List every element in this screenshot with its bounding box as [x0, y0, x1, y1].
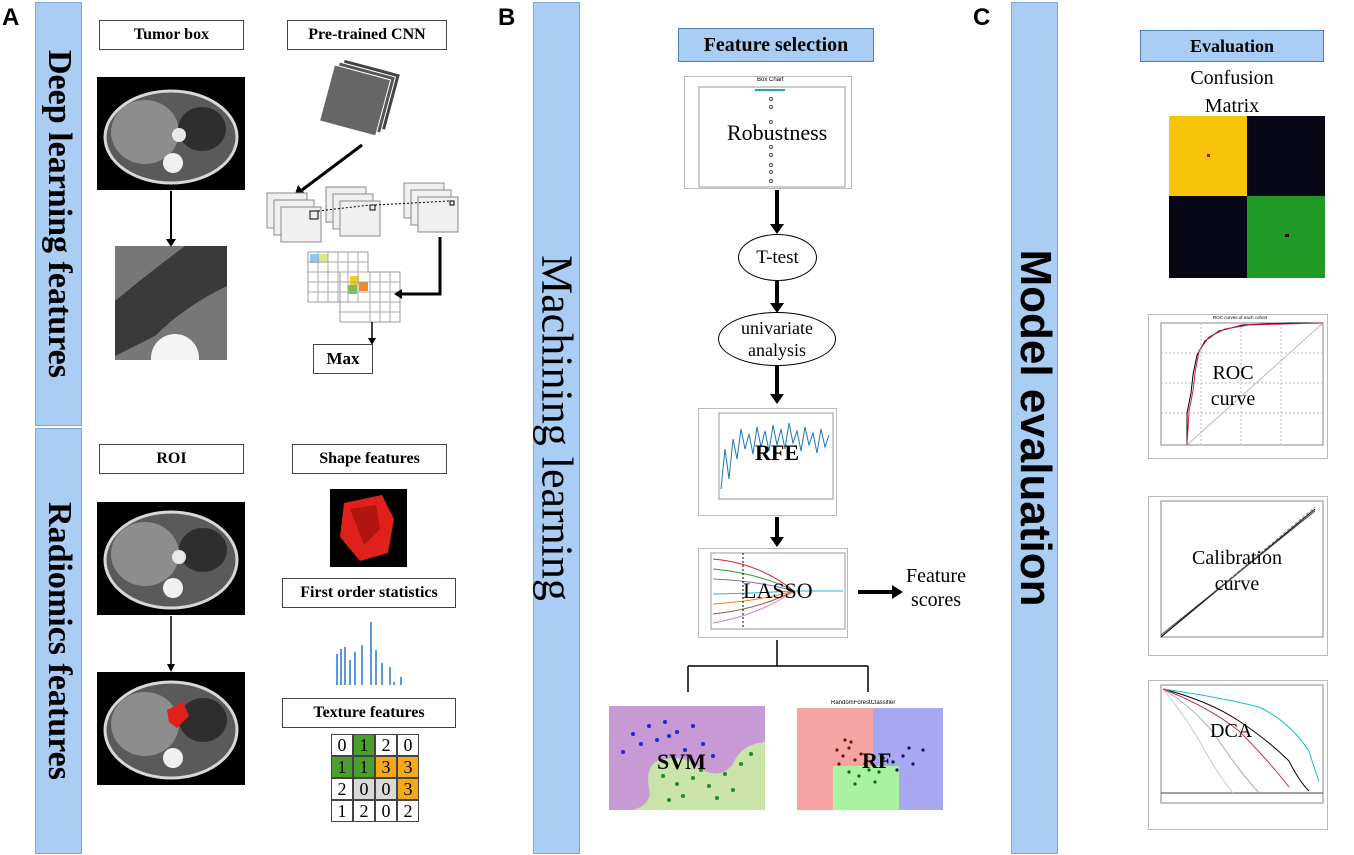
calibration-svg [1160, 500, 1324, 638]
calibration-label: Calibration curve [1192, 547, 1282, 595]
arrow-univariate-rfe [770, 366, 784, 404]
texture-cell: 3 [397, 756, 419, 778]
univariate-text: univariate analysis [741, 318, 813, 360]
ttest-node: T-test [738, 234, 817, 281]
texture-cell: 1 [331, 756, 353, 778]
roc-plot: ROC curves of each cohort [1148, 314, 1328, 459]
segmented-ct-image [97, 672, 245, 785]
machine-learning-label: Machining learning [532, 255, 581, 601]
tumor-crop-svg [115, 246, 227, 360]
cm-cell-tr [1247, 116, 1325, 196]
lasso-svg [710, 552, 846, 630]
rf-label: RF [862, 748, 892, 773]
dca-label: DCA [1210, 720, 1253, 742]
confusion-matrix-title: Confusion Matrix [1190, 67, 1274, 117]
feature-scores-label: Feature scores [906, 565, 966, 611]
roc-svg [1160, 322, 1324, 446]
arrow-tumor-to-crop [166, 191, 176, 247]
deep-learning-band: Deep learning features [35, 2, 82, 426]
model-evaluation-label: Model evaluation [1010, 249, 1060, 607]
roc-plot-title: ROC curves of each cohort [1213, 315, 1268, 320]
ct-scan-image [97, 77, 245, 190]
shape-3d-image [330, 489, 407, 567]
shape-features-label: Shape features [292, 444, 447, 474]
dca-plot [1148, 680, 1328, 830]
texture-cell: 2 [353, 800, 375, 822]
arrow-rfe-lasso [770, 517, 784, 547]
texture-cell: 0 [353, 778, 375, 800]
panel-a-letter: A [2, 4, 20, 31]
cm-dot-tl [1207, 154, 1210, 157]
texture-cell: 0 [397, 734, 419, 756]
texture-cell: 1 [353, 756, 375, 778]
svm-label: SVM [657, 749, 706, 774]
rf-plot: RandomForestClassifier [779, 700, 949, 826]
texture-cell: 2 [375, 734, 397, 756]
machine-learning-band: Machining learning [532, 2, 581, 854]
box-chart-title: Box Chart [757, 77, 784, 83]
texture-cell: 0 [375, 800, 397, 822]
cm-cell-br [1247, 196, 1325, 278]
confusion-matrix [1157, 116, 1325, 286]
rfe-svg [718, 412, 834, 500]
texture-cell: 1 [331, 800, 353, 822]
texture-cell: 3 [375, 756, 397, 778]
rf-svg [797, 708, 943, 810]
cnn-input-stack [318, 58, 402, 137]
cm-cell-bl [1169, 196, 1247, 278]
max-label: Max [313, 344, 373, 374]
cm-dot-br [1285, 234, 1289, 237]
pretrained-cnn-label: Pre-trained CNN [287, 20, 447, 50]
radiomics-label: Radiomics features [40, 502, 78, 780]
tumor-crop-image [115, 246, 227, 360]
lasso-label: LASSO [743, 578, 813, 603]
lasso-plot [698, 548, 848, 638]
rf-plot-title: RandomForestClassifier [831, 700, 896, 706]
arrow-roi-to-seg [167, 616, 175, 672]
dca-svg [1160, 684, 1324, 804]
texture-features-label: Texture features [282, 698, 456, 728]
univariate-node: univariate analysis [718, 312, 836, 366]
deep-learning-label: Deep learning features [40, 50, 78, 378]
cnn-feature-maps [266, 143, 459, 243]
svm-plot [593, 704, 768, 824]
rfe-plot [698, 408, 837, 516]
first-order-label: First order statistics [282, 578, 456, 608]
arrow-lasso-scores [858, 585, 903, 599]
radiomics-band: Radiomics features [35, 428, 82, 854]
evaluation-header: Evaluation [1140, 30, 1324, 62]
roi-ct-svg [103, 510, 239, 610]
first-order-histogram [336, 622, 402, 685]
panel-b-letter: B [498, 4, 516, 31]
ct-scan-svg [103, 89, 239, 185]
box-chart-plot: Box Chart [684, 76, 852, 189]
segmented-ct-svg [103, 680, 239, 780]
roi-label: ROI [99, 444, 244, 474]
texture-cell: 2 [331, 778, 353, 800]
texture-cell: 3 [397, 778, 419, 800]
branch-connector [687, 640, 869, 692]
texture-cell: 0 [331, 734, 353, 756]
arrow-ttest-univariate [770, 281, 784, 313]
texture-cell: 2 [397, 800, 419, 822]
rfe-label: RFE [755, 440, 799, 465]
cnn-pooling-grids [307, 237, 442, 345]
tumor-box-label: Tumor box [99, 20, 244, 50]
robustness-label: Robustness [727, 120, 828, 145]
shape-3d-svg [340, 495, 394, 561]
calibration-plot [1148, 496, 1328, 656]
model-evaluation-band: Model evaluation [1010, 2, 1060, 854]
feature-selection-header: Feature selection [678, 28, 874, 62]
roi-ct-image [97, 502, 245, 615]
panel-c-letter: C [973, 4, 991, 31]
box-chart-svg [698, 86, 846, 188]
roc-label: ROC curve [1210, 362, 1256, 410]
arrow-robustness-ttest [770, 190, 784, 234]
texture-cell: 0 [375, 778, 397, 800]
texture-cell: 1 [353, 734, 375, 756]
svm-svg [609, 706, 765, 810]
